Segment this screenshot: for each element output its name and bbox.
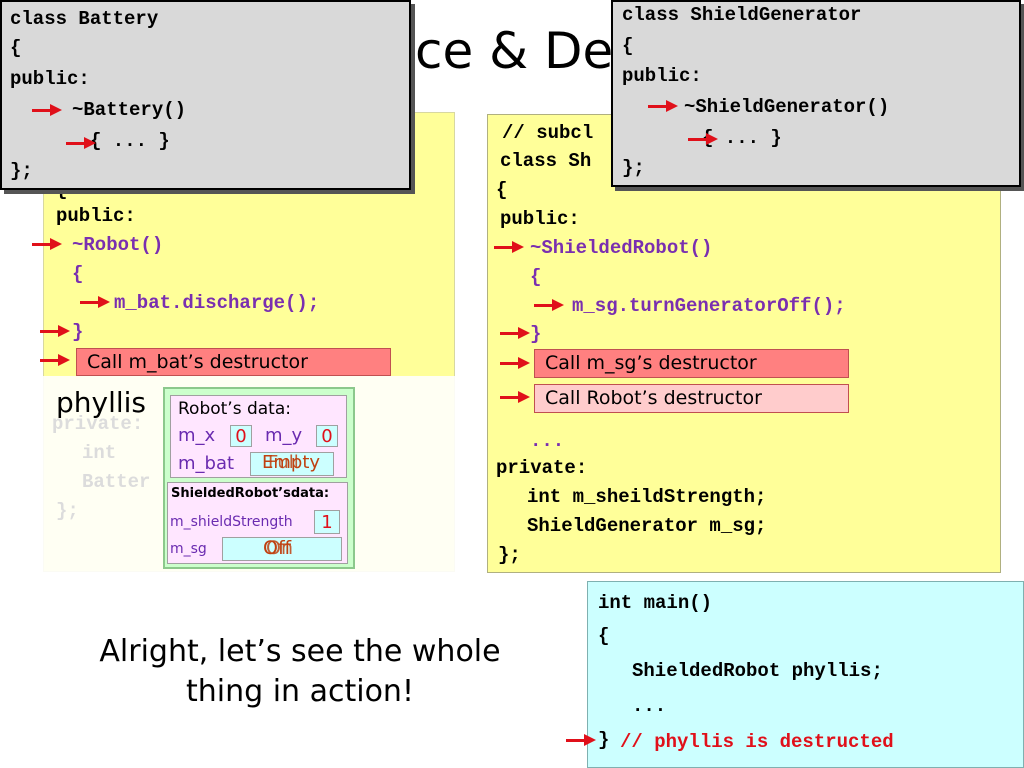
robot-line-public: public: bbox=[56, 205, 136, 227]
arrow-icon bbox=[80, 295, 110, 309]
robot-line-destructor: ~Robot() bbox=[72, 234, 164, 256]
call-mbat-destructor-label: Call m_bat’s destructor bbox=[76, 348, 391, 376]
shieldgenerator-class-box bbox=[611, 0, 1021, 187]
faded-private: private: bbox=[52, 413, 144, 435]
m-y-value: 0 bbox=[316, 425, 338, 447]
main-line-close: } bbox=[598, 729, 610, 751]
battery-line-public: public: bbox=[10, 68, 90, 90]
caption-line-2: thing in action! bbox=[186, 674, 414, 709]
sr-line-private: private: bbox=[496, 457, 588, 479]
sr-line-ellipsis: ... bbox=[530, 430, 565, 452]
m-x-label: m_x bbox=[178, 425, 216, 446]
m-x-value: 0 bbox=[230, 425, 252, 447]
sr-line-open: { bbox=[530, 266, 542, 288]
slide-title: ce & De bbox=[415, 22, 614, 80]
m-sg-value-on: On bbox=[266, 537, 293, 559]
battery-line-destructor: ~Battery() bbox=[72, 99, 187, 121]
sg-line-brace: { bbox=[622, 35, 634, 57]
m-y-label: m_y bbox=[265, 425, 303, 446]
m-shieldstrength-value: 1 bbox=[314, 510, 340, 534]
sr-line-brace: { bbox=[496, 179, 508, 201]
sr-line-turnoff: m_sg.turnGeneratorOff(); bbox=[572, 295, 846, 317]
arrow-icon bbox=[688, 132, 718, 146]
faded-battery: Batter bbox=[82, 471, 151, 493]
call-robot-destructor-label: Call Robot’s destructor bbox=[534, 384, 849, 413]
sr-line-class: class Sh bbox=[500, 150, 592, 172]
battery-line-brace: { bbox=[10, 37, 22, 59]
shielded-robot-code-panel bbox=[487, 114, 1001, 573]
faded-int: int bbox=[82, 442, 117, 464]
sr-line-destructor: ~ShieldedRobot() bbox=[530, 237, 713, 259]
arrow-icon bbox=[32, 237, 62, 251]
m-bat-value bbox=[250, 452, 334, 476]
m-sg-value-off: Off bbox=[263, 537, 292, 559]
sr-line-comment: // subcl bbox=[502, 122, 594, 144]
sr-line-end: }; bbox=[498, 544, 521, 566]
main-line-comment: // phyllis is destructed bbox=[620, 731, 894, 753]
arrow-icon bbox=[500, 326, 530, 340]
m-sg-value bbox=[222, 537, 342, 561]
arrow-icon bbox=[500, 390, 530, 404]
sr-line-strength: int m_sheildStrength; bbox=[527, 486, 767, 508]
main-line-brace: { bbox=[598, 625, 610, 647]
m-bat-label: m_bat bbox=[178, 453, 235, 474]
battery-line-body: { ... } bbox=[90, 130, 170, 152]
call-msg-destructor-label: Call m_sg’s destructor bbox=[534, 349, 849, 378]
phyllis-label: phyllis bbox=[56, 386, 147, 419]
robot-line-discharge: m_bat.discharge(); bbox=[114, 292, 320, 314]
arrow-icon bbox=[32, 103, 62, 117]
m-sg-label: m_sg bbox=[170, 541, 207, 557]
main-line-declaration: ShieldedRobot phyllis; bbox=[632, 660, 883, 682]
robot-data-header: Robot’s data: bbox=[178, 399, 291, 419]
arrow-icon bbox=[494, 240, 524, 254]
caption-line-1: Alright, let’s see the whole bbox=[99, 634, 501, 669]
main-function-box bbox=[587, 581, 1024, 768]
faded-close: }; bbox=[56, 500, 79, 522]
arrow-icon bbox=[566, 733, 596, 747]
caption-text: Alright, let’s see the whole thing in ac… bbox=[30, 632, 570, 712]
arrow-icon bbox=[40, 353, 70, 367]
main-line-signature: int main() bbox=[598, 592, 713, 614]
robot-line-brace: { bbox=[56, 179, 68, 201]
shielded-data-header: ShieldedRobot’sdata: bbox=[171, 486, 330, 501]
arrow-icon bbox=[66, 136, 96, 150]
battery-line-class: class Battery bbox=[10, 8, 159, 30]
arrow-icon bbox=[648, 99, 678, 113]
m-bat-value-empty: Empty bbox=[262, 452, 321, 473]
sr-line-public: public: bbox=[500, 208, 580, 230]
arrow-icon bbox=[534, 298, 564, 312]
sr-line-msg: ShieldGenerator m_sg; bbox=[527, 515, 767, 537]
main-line-ellipsis: ... bbox=[632, 695, 667, 717]
battery-class-box bbox=[0, 0, 411, 190]
m-bat-value-full: Full bbox=[268, 452, 299, 473]
m-shieldstrength-label: m_shieldStrength bbox=[170, 514, 293, 530]
sg-line-public: public: bbox=[622, 65, 702, 87]
arrow-icon bbox=[40, 324, 70, 338]
sg-line-class: class ShieldGenerator bbox=[622, 4, 862, 26]
sg-line-end: }; bbox=[622, 157, 645, 179]
battery-line-end: }; bbox=[10, 160, 33, 182]
sr-line-close: } bbox=[530, 323, 542, 345]
robot-line-open: { bbox=[72, 263, 84, 285]
robot-line-close: } bbox=[72, 321, 84, 343]
sg-line-destructor: ~ShieldGenerator() bbox=[684, 96, 890, 118]
arrow-icon bbox=[500, 356, 530, 370]
